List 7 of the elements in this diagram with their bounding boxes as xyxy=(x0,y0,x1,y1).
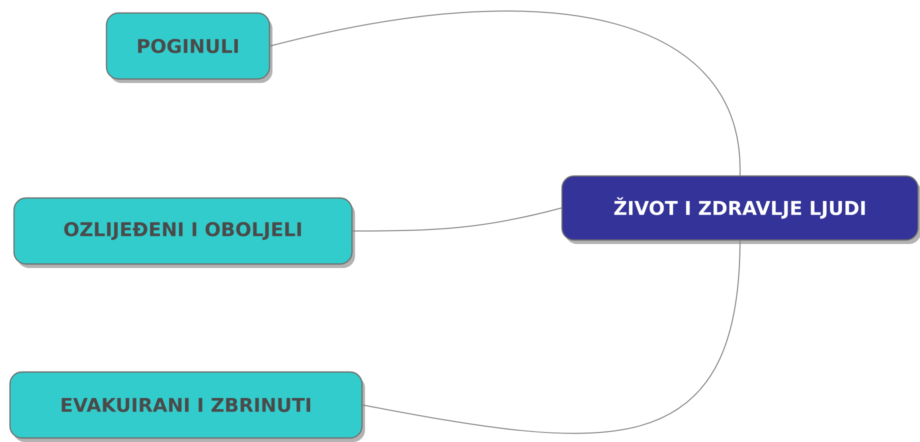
topic-box: ŽIVOT I ZDRAVLJE LJUDI xyxy=(561,175,920,244)
subtopic-box: EVAKUIRANI I ZBRINUTI xyxy=(9,371,365,442)
connector-line xyxy=(362,240,740,434)
connector-line xyxy=(352,208,562,232)
connector-line xyxy=(270,10,740,176)
subtopic-box: OZLIJEĐENI I OBOLJELI xyxy=(13,197,355,268)
subtopic-box: POGINULI xyxy=(106,12,272,83)
